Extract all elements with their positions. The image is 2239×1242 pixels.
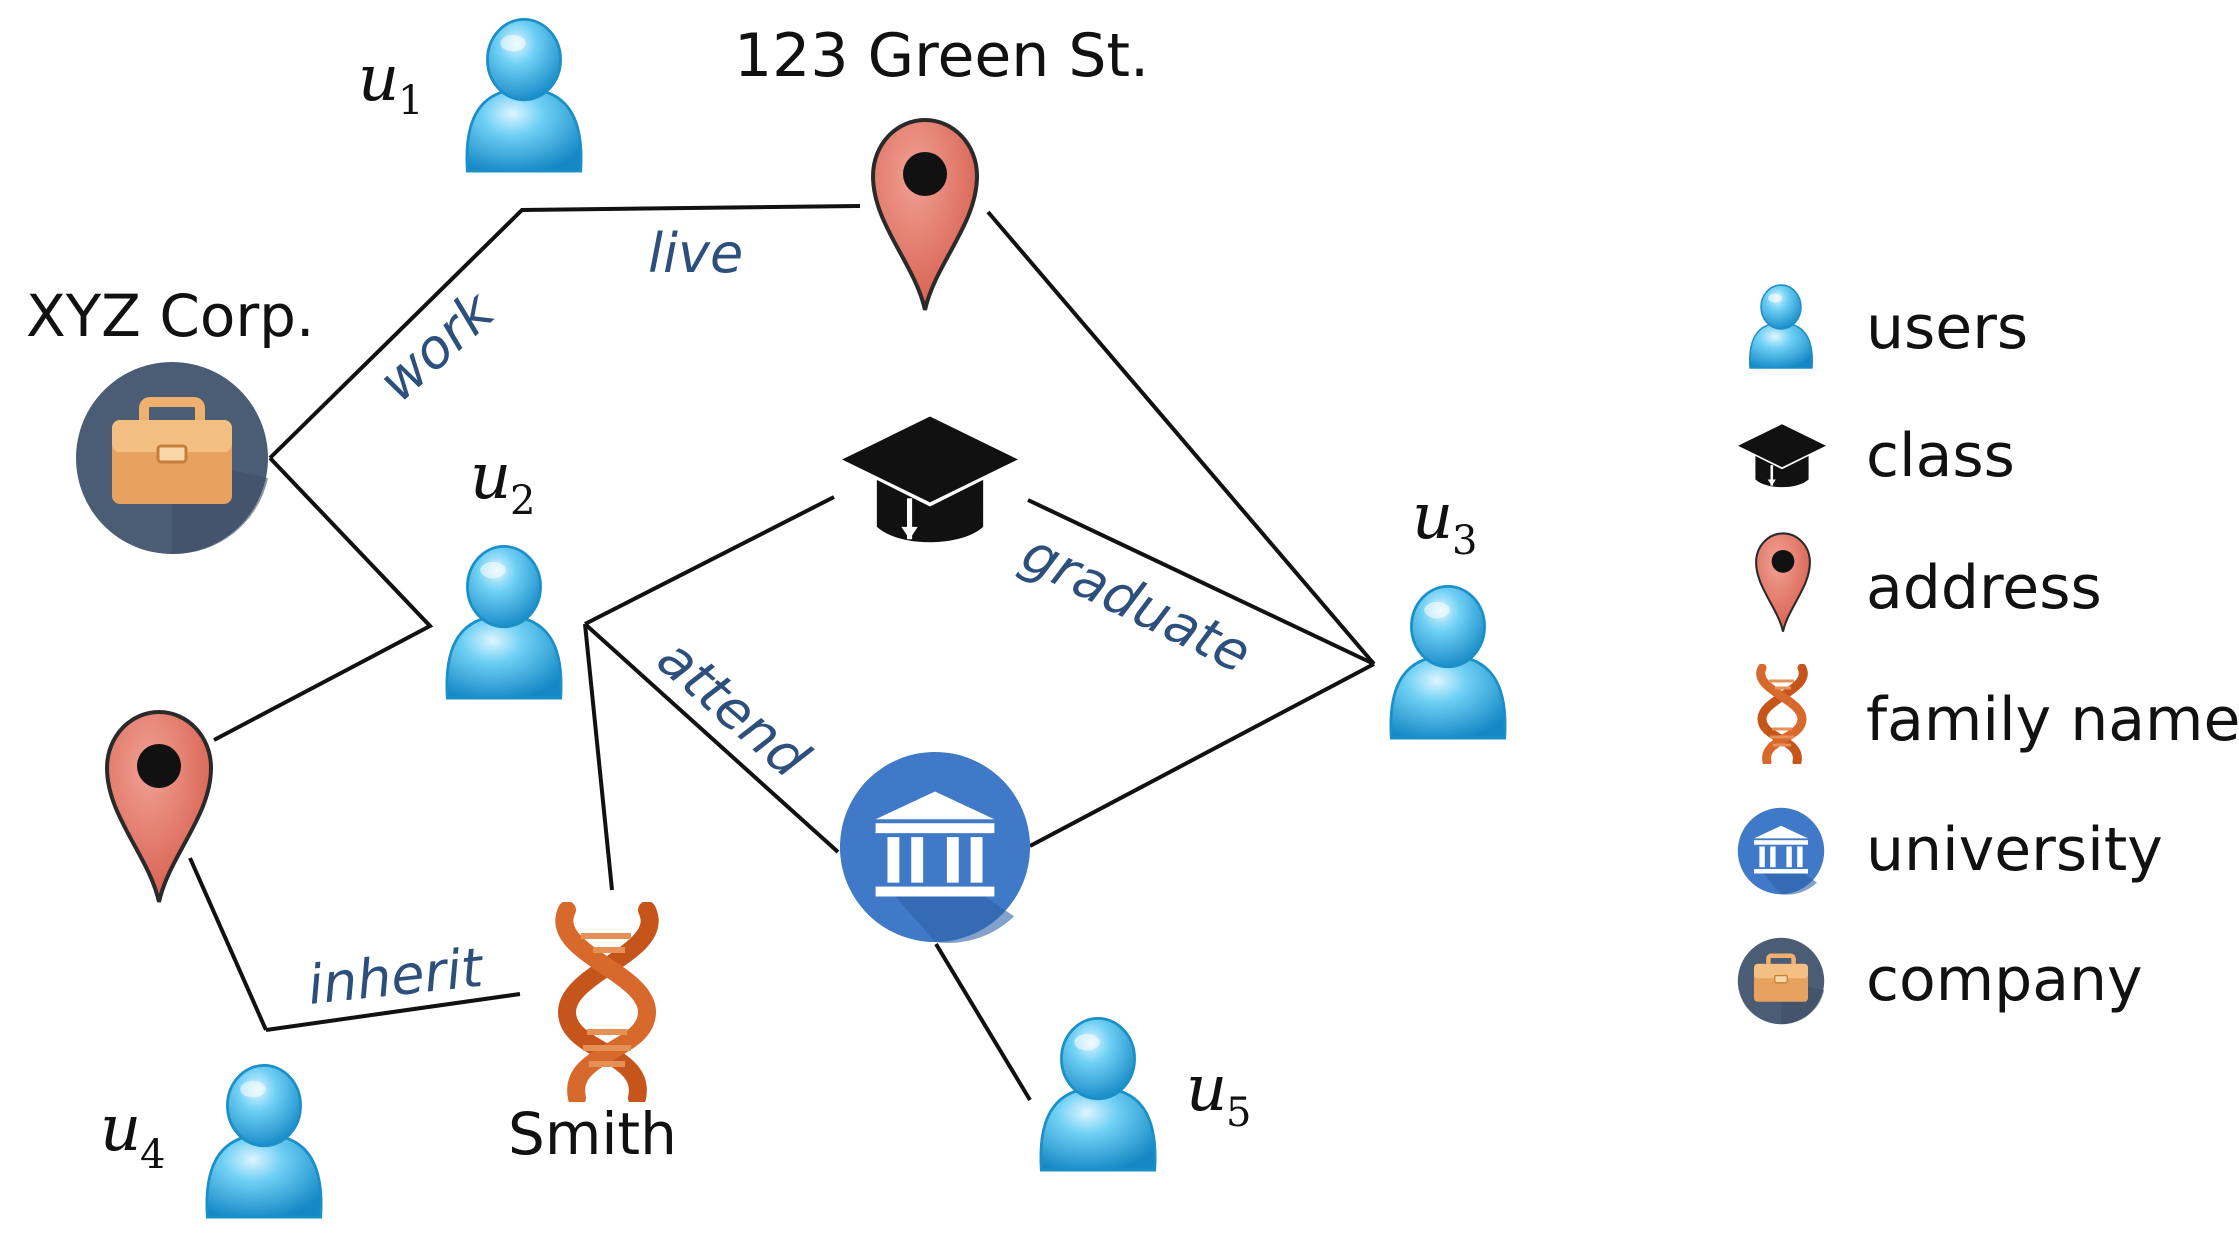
university-icon xyxy=(1737,807,1825,895)
svg-text:u: u xyxy=(470,440,511,514)
svg-text:3: 3 xyxy=(1452,518,1477,564)
legend-item-class: class xyxy=(1736,421,2015,491)
briefcase-icon xyxy=(1738,938,1824,1024)
user-label-u5: u 5 xyxy=(1186,1052,1251,1136)
edge-u4-smith xyxy=(265,992,521,1032)
legend-label: family name xyxy=(1866,685,2239,755)
user-icon xyxy=(1748,284,1814,369)
legend-item-address: address xyxy=(1755,532,2102,633)
map-pin-icon-top xyxy=(873,120,977,310)
svg-text:u: u xyxy=(358,42,399,116)
edge-address-top-u3 xyxy=(986,210,1376,666)
graduation-cap-icon xyxy=(842,417,1018,543)
dna-icon xyxy=(1761,668,1804,762)
user-label-u1: u 1 xyxy=(358,42,423,124)
legend-label: university xyxy=(1866,815,2163,885)
user-icon-u5 xyxy=(1039,1016,1157,1172)
graduation-cap-icon xyxy=(1736,422,1828,489)
user-label-u3: u 3 xyxy=(1412,480,1477,564)
user-icon-u4 xyxy=(205,1063,323,1219)
svg-text:u: u xyxy=(100,1092,141,1166)
edge-u2-university xyxy=(583,622,840,854)
legend-label: users xyxy=(1866,293,2028,363)
svg-text:1: 1 xyxy=(398,78,423,124)
svg-text:4: 4 xyxy=(140,1132,165,1178)
svg-text:u: u xyxy=(1186,1052,1227,1126)
legend-label: class xyxy=(1866,421,2015,491)
edge-u2-class xyxy=(584,495,835,626)
user-label-u2: u 2 xyxy=(470,440,535,524)
edge-address-left-u4 xyxy=(188,857,268,1031)
user-label-u4: u 4 xyxy=(100,1092,165,1178)
university-icon xyxy=(839,751,1031,943)
edge-class-u3 xyxy=(1027,498,1375,666)
legend-item-university: university xyxy=(1737,807,2163,895)
legend-item-family-name: family name xyxy=(1761,668,2239,762)
legend-item-company: company xyxy=(1738,938,2143,1024)
edge-label-live: live xyxy=(648,222,743,285)
graph-edges xyxy=(188,204,1376,1102)
edge-u2-smith xyxy=(583,623,614,891)
edge-label-inherit: inherit xyxy=(305,936,487,1017)
svg-text:5: 5 xyxy=(1226,1090,1251,1136)
legend-label: company xyxy=(1866,945,2143,1015)
edge-company-u2-address xyxy=(213,456,434,742)
edge-label-attend: attend xyxy=(645,626,821,790)
svg-text:2: 2 xyxy=(510,478,535,524)
company-label: XYZ Corp. xyxy=(26,282,314,350)
edge-label-work: work xyxy=(367,278,508,414)
dna-icon xyxy=(564,910,649,1098)
user-icon-u3 xyxy=(1389,584,1507,740)
legend: users class address family name universi… xyxy=(1736,284,2239,1024)
map-pin-icon xyxy=(1755,532,1811,633)
svg-text:u: u xyxy=(1412,480,1453,554)
company-briefcase-icon xyxy=(76,362,268,554)
edge-university-u5 xyxy=(934,942,1032,1102)
edge-label-graduate: graduate xyxy=(1012,521,1260,685)
legend-item-users: users xyxy=(1748,284,2028,369)
address-label-top: 123 Green St. xyxy=(734,21,1149,91)
legend-label: address xyxy=(1866,553,2102,623)
user-icon-u1 xyxy=(465,17,583,173)
edge-university-u3 xyxy=(1029,662,1375,848)
user-icon-u2 xyxy=(445,544,563,700)
edge-company-u1-address xyxy=(268,204,861,460)
family-name-label: Smith xyxy=(508,1100,677,1168)
